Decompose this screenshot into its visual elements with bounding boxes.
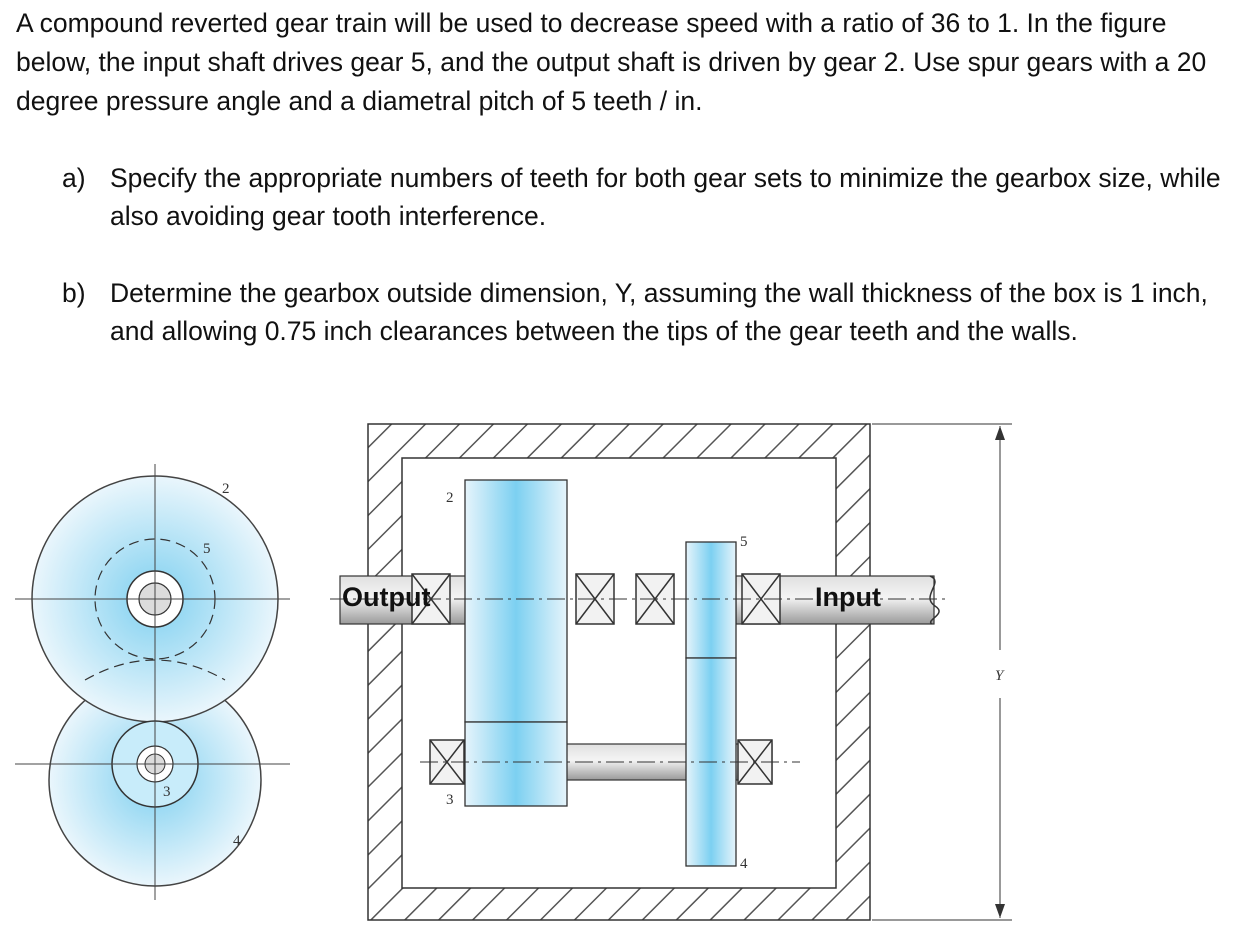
- side-view: 2 5 3 4 Output Input Y: [330, 423, 1012, 921]
- input-shaft-break: [929, 575, 940, 625]
- gear-2-side: [464, 479, 568, 723]
- end-view-gear-2-label: 2: [222, 481, 230, 497]
- input-label: Input: [815, 582, 881, 612]
- part-b-label: b): [62, 278, 86, 308]
- dimension-y-label: Y: [995, 668, 1005, 684]
- part-b-text: Determine the gearbox outside dimension,…: [110, 278, 1208, 346]
- end-view-gear-4-label: 4: [233, 833, 241, 849]
- gear-3-side: [464, 721, 568, 807]
- part-a-text: Specify the appropriate numbers of teeth…: [110, 163, 1221, 231]
- dimension-arrow-top: [995, 426, 1005, 440]
- output-label: Output: [342, 582, 430, 612]
- side-view-gear-5-label: 5: [740, 534, 748, 550]
- gearbox-housing-wall: [367, 423, 871, 921]
- part-a-label: a): [62, 163, 86, 193]
- end-view-gear-5-label: 5: [203, 541, 211, 557]
- side-view-gear-3-label: 3: [446, 792, 454, 808]
- dimension-arrow-bottom: [995, 904, 1005, 918]
- side-view-gear-2-label: 2: [446, 490, 454, 506]
- gear-5-side: [685, 541, 737, 659]
- side-view-gear-4-label: 4: [740, 856, 748, 872]
- problem-intro: A compound reverted gear train will be u…: [16, 8, 1207, 116]
- end-view: 2 5 3 4: [15, 464, 290, 900]
- end-view-gear-3-label: 3: [163, 784, 171, 800]
